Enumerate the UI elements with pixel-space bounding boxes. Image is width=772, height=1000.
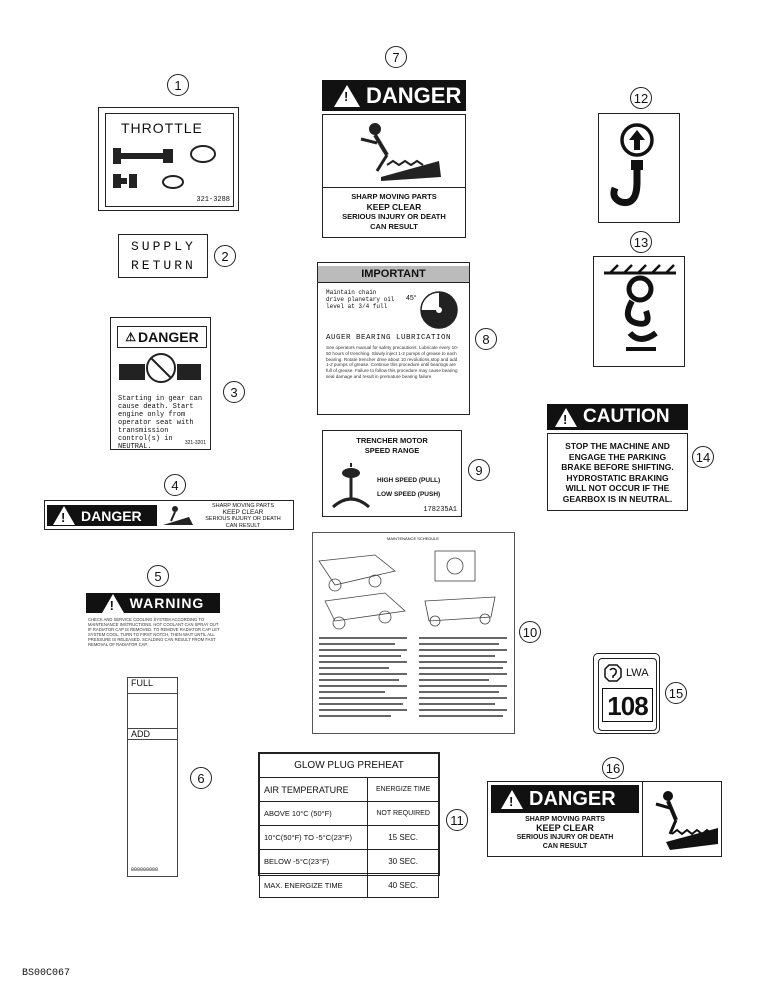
coolant-warning-text: CHECK AND SERVICE COOLING SYSTEM ACCORDI… (88, 617, 220, 647)
entanglement-icon (163, 506, 193, 525)
callout-14: 14 (692, 446, 714, 468)
table-row-time: 15 SEC. (367, 825, 439, 850)
angle-label: 45° (406, 295, 417, 302)
callout-5: 5 (147, 565, 169, 587)
maintenance-diagram (318, 550, 507, 717)
danger-header: DANGER (47, 505, 157, 526)
table-row-temp: BELOW -5°C(23°F) (258, 849, 369, 874)
warning-triangle-icon (101, 593, 124, 613)
callout-15: 15 (665, 682, 687, 704)
warning-triangle-icon (555, 407, 577, 427)
chain-oil-text: Maintain chain drive planetary oil level… (326, 289, 395, 310)
auger-lubrication-decal: IMPORTANT Maintain chain drive planetary… (317, 262, 470, 415)
planetary-gauge-icon (420, 291, 458, 329)
warning-header: WARNING (86, 593, 220, 613)
lever-icon (332, 463, 370, 509)
callout-1: 1 (167, 74, 189, 96)
table-row-temp: 10°C(50°F) TO -5°C(23°F) (258, 825, 369, 850)
callout-12: 12 (630, 87, 652, 109)
danger-header: DANGER (491, 785, 639, 813)
danger-header: DANGER (322, 80, 466, 111)
supply-return-decal: SUPPLY RETURN (118, 234, 208, 278)
throttle-title: THROTTLE (121, 120, 203, 136)
warning-triangle-icon (334, 84, 360, 107)
return-label: RETURN (131, 258, 196, 273)
caution-header: CAUTION (547, 404, 688, 430)
callout-7: 7 (385, 46, 407, 68)
callout-16: 16 (602, 757, 624, 779)
hook-icon (610, 123, 654, 207)
add-mark: ADD (128, 728, 177, 740)
ear-icon (604, 664, 622, 682)
callout-2: 2 (214, 245, 236, 267)
lift-point-decal (598, 113, 680, 223)
warning-triangle-icon (53, 506, 75, 525)
fluid-level-decal: FULL ADD 000000000 (127, 677, 178, 877)
coolant-warning-decal: WARNING CHECK AND SERVICE COOLING SYSTEM… (86, 593, 224, 651)
callout-6: 6 (190, 767, 212, 789)
tie-down-decal (593, 256, 685, 367)
table-row-temp: MAX. ENERGIZE TIME (258, 873, 369, 898)
starting-danger-text: Starting in gear can cause death. Start … (118, 395, 203, 451)
callout-11: 11 (446, 809, 468, 831)
callout-3: 3 (223, 381, 245, 403)
low-speed-label: LOW SPEED (PUSH) (377, 491, 441, 498)
throttle-icons (113, 145, 216, 189)
callout-8: 8 (475, 328, 497, 350)
warning-triangle-icon (501, 789, 523, 809)
lwa-label: LWA (626, 667, 649, 679)
full-mark: FULL (128, 678, 177, 694)
lubrication-text: See operators manual for safety precauti… (326, 345, 459, 379)
sound-power-decal: LWA 108 (593, 653, 660, 734)
warning-triangle-icon: ⚠ (125, 330, 137, 344)
tractor-icons (119, 353, 201, 383)
entanglement-icon (655, 791, 718, 850)
throttle-decal: THROTTLE 321-3288 (98, 107, 239, 211)
turtle-icon (162, 175, 184, 189)
table-row-time: 40 SEC. (367, 873, 439, 898)
callout-9: 9 (468, 459, 490, 481)
table-row-time: NOT REQUIRED (367, 801, 439, 826)
entanglement-icon (360, 123, 441, 181)
high-speed-label: HIGH SPEED (PULL) (377, 477, 441, 484)
maintenance-title: MAINTENANCE SCHEDULE (387, 536, 440, 541)
important-header: IMPORTANT (318, 266, 469, 283)
table-row-time: 30 SEC. (367, 849, 439, 874)
figure-code: BS00C067 (22, 968, 71, 979)
rabbit-icon (190, 145, 216, 163)
energize-time-header: ENERGIZE TIME (367, 777, 439, 802)
air-temp-header: AIR TEMPERATURE (258, 777, 369, 802)
auger-subtitle: AUGER BEARING LUBRICATION (326, 334, 452, 342)
maintenance-schedule-decal: MAINTENANCE SCHEDULE (312, 532, 515, 734)
supply-label: SUPPLY (131, 239, 196, 254)
callout-4: 4 (164, 474, 186, 496)
table-row-temp: ABOVE 10°C (50°F) (258, 801, 369, 826)
callout-10: 10 (519, 621, 541, 643)
sound-level-value: 108 (602, 688, 653, 722)
danger-header: ⚠DANGER (117, 326, 207, 348)
callout-13: 13 (630, 231, 652, 253)
glow-plug-title: GLOW PLUG PREHEAT (259, 753, 439, 778)
starting-danger-decal: ⚠DANGER Starting in gear can cause death… (110, 317, 211, 451)
tie-down-icon (604, 264, 676, 351)
